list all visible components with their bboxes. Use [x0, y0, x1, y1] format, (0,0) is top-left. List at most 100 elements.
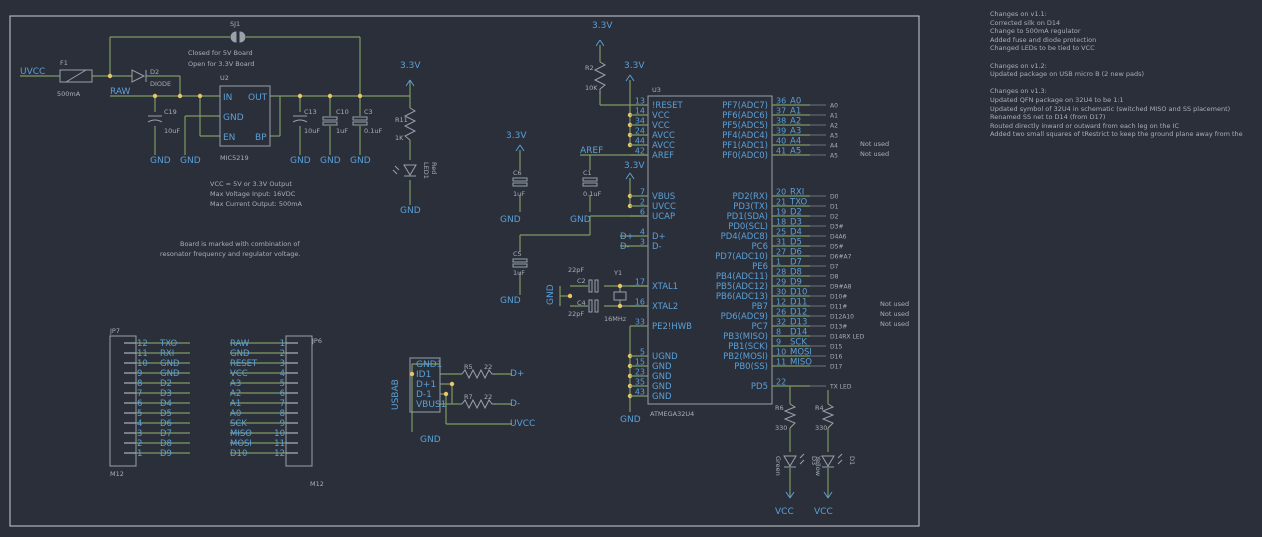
supply-arrow-3v3-b — [595, 39, 605, 47]
u2-pin-names: IN OUT GND EN BP — [223, 93, 268, 143]
component-symbols — [59, 31, 843, 468]
u3-value: ATMEGA32U4 — [650, 410, 694, 418]
mcu-arduino-label: A2 — [830, 123, 838, 130]
changes-v13: Changes on v1.3: Updated QFN package on … — [990, 87, 1262, 139]
net-dminus-mcu: D- — [620, 242, 630, 252]
mcu-net-label: A0 — [790, 97, 801, 107]
led-led1-rays — [392, 165, 400, 175]
c4-value: 22pF — [568, 310, 584, 318]
jp7-net-label: GND — [160, 369, 180, 379]
jp6-pin-number: 3 — [280, 359, 285, 369]
gnd-c3: GND — [350, 156, 371, 166]
mcu-pin-number: 12 — [776, 298, 786, 307]
mcu-pin-name: AVCC — [652, 131, 675, 141]
mcu-pin-number: 9 — [776, 338, 781, 347]
part-labels: F1 500mA D2 DIODE SJ1 Closed for 5V Boar… — [57, 20, 909, 488]
mcu-arduino-label: A4 — [830, 143, 838, 150]
usb-ref: USBAB — [391, 379, 401, 410]
led-led1-symbol — [403, 164, 417, 177]
mcu-pin-number: 44 — [635, 137, 645, 146]
d2-ref: D2 — [150, 68, 159, 76]
schematic-canvas: UVCC RAW 3.3V 3.3V 3.3V 3.3V 3.3V AREF G… — [9, 15, 920, 527]
board-note-2: resonator frequency and regulator voltag… — [160, 250, 300, 258]
mcu-pin-number: 7 — [640, 188, 645, 197]
net-uvcc-usb: UVCC — [510, 419, 535, 429]
mcu-pin-name: PF6(ADC6) — [722, 111, 768, 121]
mcu-pin-name: PD4(ADC8) — [721, 232, 768, 242]
mcu-pin-number: 11 — [776, 358, 786, 367]
supply-arrow-3v3-c — [625, 74, 635, 82]
u2-pin-gnd: GND — [223, 113, 244, 123]
mcu-pin-name: PE6 — [752, 262, 768, 272]
mcu-arduino-label: D2 — [830, 214, 839, 221]
jp7-net-label: D7 — [160, 429, 172, 439]
gnd-usb: GND — [420, 435, 441, 445]
sj1-ref: SJ1 — [230, 20, 240, 28]
mcu-u3-body — [647, 95, 773, 405]
u2-pin-out: OUT — [248, 93, 268, 103]
cap-c13-plates — [292, 115, 308, 123]
mcu-pin-name: UCAP — [652, 212, 675, 222]
cap-c2-plate-a — [588, 279, 593, 293]
net-vcc-b: VCC — [814, 507, 833, 517]
mcu-pin-name: PF7(ADC7) — [722, 101, 768, 111]
r7-value: 22 — [484, 393, 492, 401]
mcu-net-label: MISO — [790, 358, 812, 368]
jp7-pin-number: 10 — [137, 359, 148, 369]
jp6-net-label: D10 — [230, 449, 247, 459]
mcu-net-label: D6 — [790, 248, 802, 258]
jp7-net-label: D6 — [160, 419, 172, 429]
mcu-pin-name: PB4(ADC11) — [716, 272, 768, 282]
mcu-pin-name: GND — [652, 392, 672, 402]
r2-ref: R2 — [585, 64, 594, 72]
r5-ref: R5 — [464, 363, 473, 371]
mcu-pin-number: 29 — [776, 278, 786, 287]
gnd-crystal: GND — [546, 284, 556, 305]
mcu-net-label: D14 — [790, 328, 807, 338]
c3-ref: C3 — [364, 108, 373, 116]
supply-arrows — [405, 39, 833, 499]
mcu-pin-number: 37 — [776, 107, 786, 116]
jp6-ref: JP6 — [311, 337, 322, 345]
header-jp7-body — [109, 335, 137, 467]
cap-c4-plate-a — [588, 299, 593, 313]
jp7-value: M12 — [110, 470, 124, 478]
mcu-arduino-label: D15 — [830, 344, 842, 351]
diode-d2-body — [131, 69, 146, 83]
c6-ref: C6 — [513, 169, 522, 177]
mcu-net-label: D7 — [790, 258, 802, 268]
gnd-c13: GND — [290, 156, 311, 166]
jp6-net-label: VCC — [230, 369, 248, 379]
mcu-pin-name: PF4(ADC4) — [722, 131, 768, 141]
mcu-arduino-label: D16 — [830, 354, 842, 361]
mcu-pin-number: 38 — [776, 117, 786, 126]
r6-ref: R6 — [775, 404, 784, 412]
d1-value: Yellow — [814, 455, 822, 477]
mcu-net-label: D2 — [790, 208, 802, 218]
mcu-pin-number: 26 — [776, 308, 786, 317]
mcu-pin-number: 14 — [635, 107, 645, 116]
mcu-arduino-label: D14RX LED — [830, 334, 865, 341]
mcu-pin-name: PB2(MOSI) — [723, 352, 768, 362]
supply-arrow-3v3-a — [405, 79, 415, 87]
cap-c1-plate-a — [582, 177, 598, 182]
mcu-pin-number: 25 — [776, 228, 786, 237]
c1-ref: C1 — [583, 169, 592, 177]
supply-arrow-3v3-d — [515, 144, 525, 152]
mcu-pin-number: 17 — [635, 278, 645, 287]
c19-ref: C19 — [164, 108, 177, 116]
mcu-pin-name: PF0(ADC0) — [722, 151, 768, 161]
jp6-pin-number: 11 — [274, 439, 285, 449]
mcu-pin-name: GND — [652, 382, 672, 392]
cap-c3-plate-a — [352, 116, 368, 121]
mcu-net-label: A1 — [790, 107, 801, 117]
mcu-arduino-label: A3 — [830, 133, 838, 140]
jp7-pin-number: 2 — [137, 439, 142, 449]
gnd-c10: GND — [320, 156, 341, 166]
mcu-arduino-label: D4A6 — [830, 234, 847, 241]
mcu-pin-number: 33 — [635, 318, 645, 327]
mcu-pin-number: 23 — [635, 368, 645, 377]
mcu-arduino-label: D3# — [830, 224, 843, 231]
